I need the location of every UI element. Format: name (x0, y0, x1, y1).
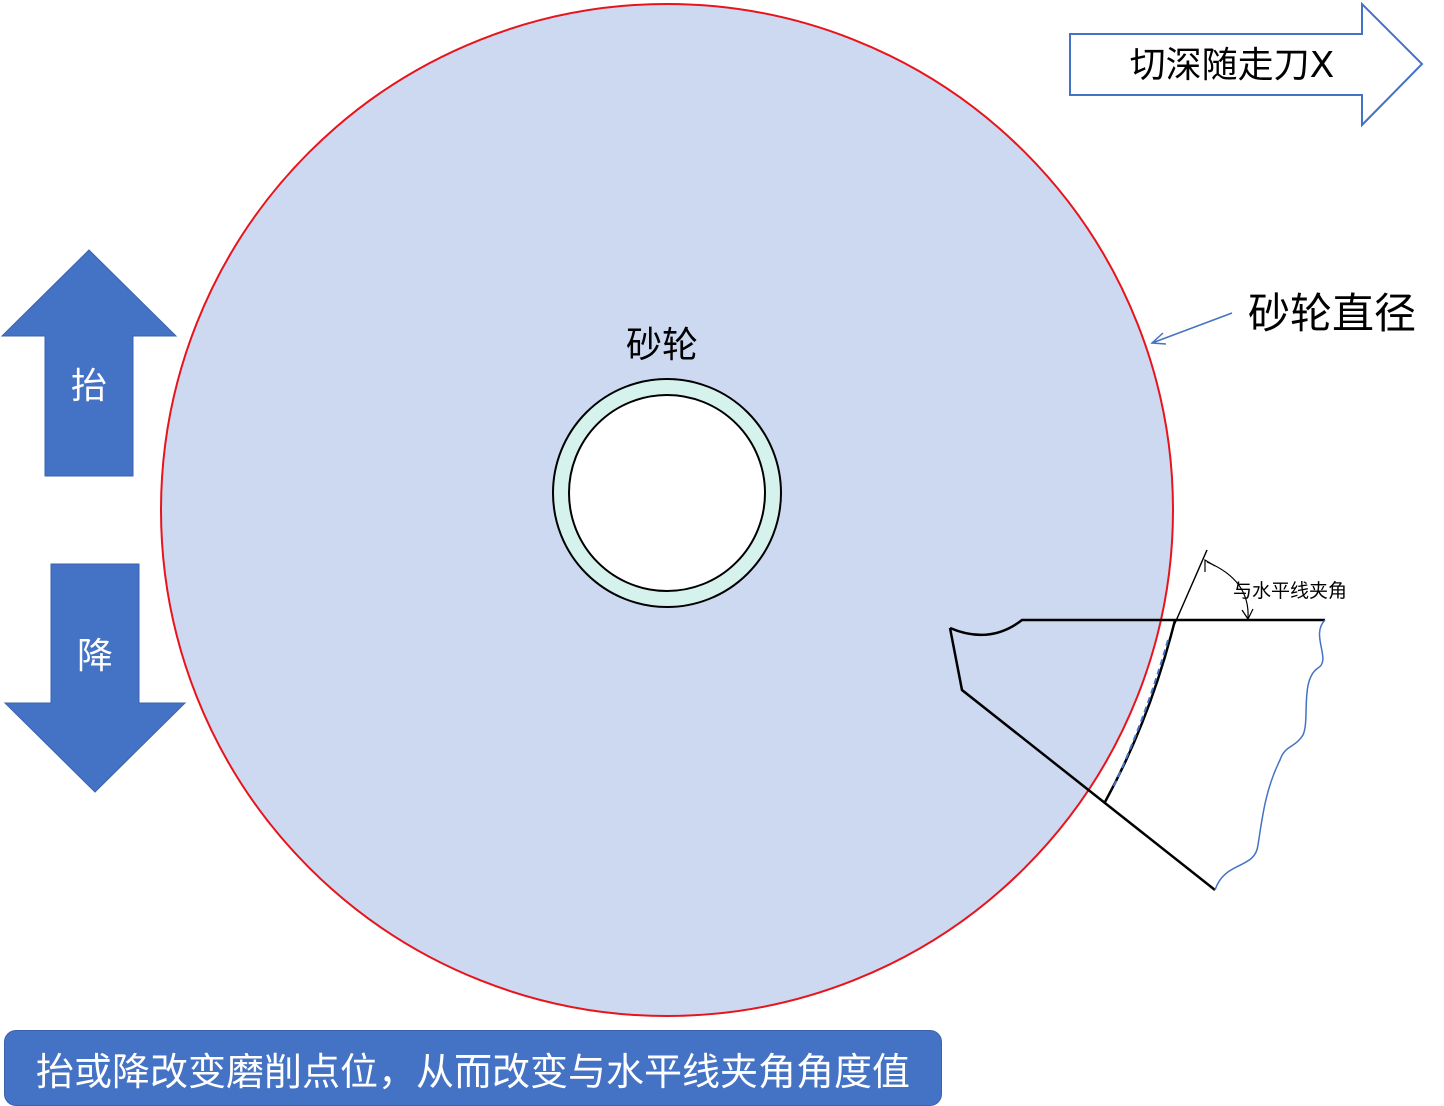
caption-banner: 抬或降改变磨削点位，从而改变与水平线夹角角度值 (4, 1030, 942, 1106)
wheel-label: 砂轮 (626, 325, 698, 366)
diameter-label: 砂轮直径 (1248, 289, 1416, 338)
break-line (1214, 619, 1326, 891)
angle-arc-head-bottom (1241, 608, 1254, 621)
angle-label: 与水平线夹角 (1233, 580, 1347, 602)
work-edge-dashed (1111, 639, 1169, 791)
feed-arrow-label: 切深随走刀X (1130, 45, 1335, 86)
caption-text: 抬或降改变磨削点位，从而改变与水平线夹角角度值 (35, 1049, 910, 1094)
raise-label: 抬 (71, 366, 107, 407)
lower-label: 降 (77, 636, 113, 677)
diameter-pointer-head (1150, 332, 1167, 345)
angle-arc-head-top (1204, 558, 1216, 572)
angle-ray (1171, 549, 1208, 631)
wheel-bore (568, 394, 766, 592)
down-arrow-icon (3, 563, 187, 793)
diameter-pointer (1151, 312, 1233, 344)
up-arrow-icon (0, 249, 178, 477)
right-arrow-icon (1069, 1, 1424, 128)
